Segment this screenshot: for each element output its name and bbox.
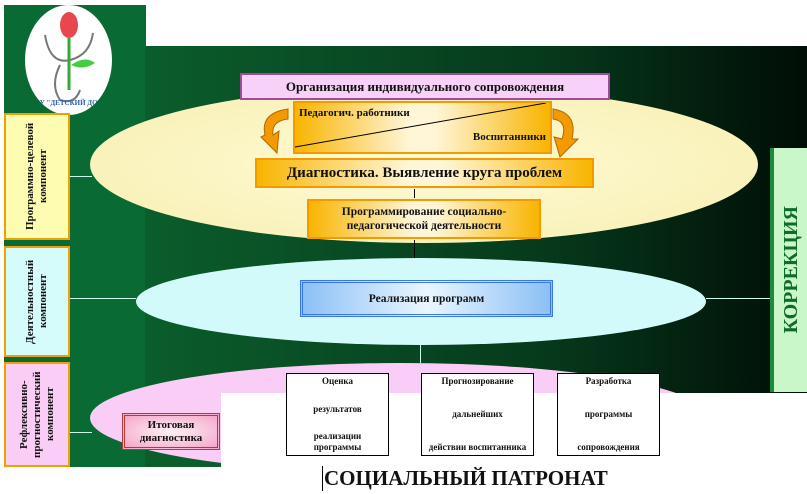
programming-box: Программирование социально-педагогическо… bbox=[307, 199, 541, 239]
svg-text:МОУ "ДЕТСКИЙ ДОМ": МОУ "ДЕТСКИЙ ДОМ" bbox=[28, 99, 108, 107]
organization-box: Организация индивидуального сопровождени… bbox=[240, 73, 610, 100]
connector bbox=[70, 432, 92, 433]
participants-box: Педагогич. работники Воспитанники bbox=[293, 101, 552, 154]
component-reflective: Рефлексивно-прогностический компонент bbox=[4, 362, 70, 467]
arrow-down bbox=[414, 240, 415, 258]
component-activity: Деятельностный компонент bbox=[4, 246, 70, 357]
arrow-down bbox=[420, 345, 421, 363]
component-program-target: Программно-целевой компонент bbox=[4, 113, 70, 240]
page-title: СОЦИАЛЬНЫЙ ПАТРОНАТ bbox=[322, 466, 608, 491]
correction-label: КОРРЕКЦИЯ bbox=[770, 148, 807, 392]
divider-line bbox=[295, 103, 546, 148]
logo-rose-hand-icon: МОУ "ДЕТСКИЙ ДОМ" bbox=[28, 12, 108, 107]
pupils-label: Воспитанники bbox=[472, 131, 546, 143]
logo: МОУ "ДЕТСКИЙ ДОМ" bbox=[25, 5, 112, 115]
connector bbox=[706, 298, 770, 299]
diagnostics-box: Диагностика. Выявление круга проблем bbox=[255, 158, 594, 188]
connector bbox=[70, 298, 136, 299]
curved-arrow-left-icon bbox=[260, 108, 289, 155]
final-diagnostics-box: Итоговая диагностика bbox=[122, 413, 220, 450]
teachers-label: Педагогич. работники bbox=[299, 107, 410, 119]
realization-box: Реализация программ bbox=[300, 280, 553, 317]
connector bbox=[70, 176, 92, 177]
curved-arrow-right-icon bbox=[552, 108, 580, 158]
arrow-down bbox=[414, 189, 415, 198]
